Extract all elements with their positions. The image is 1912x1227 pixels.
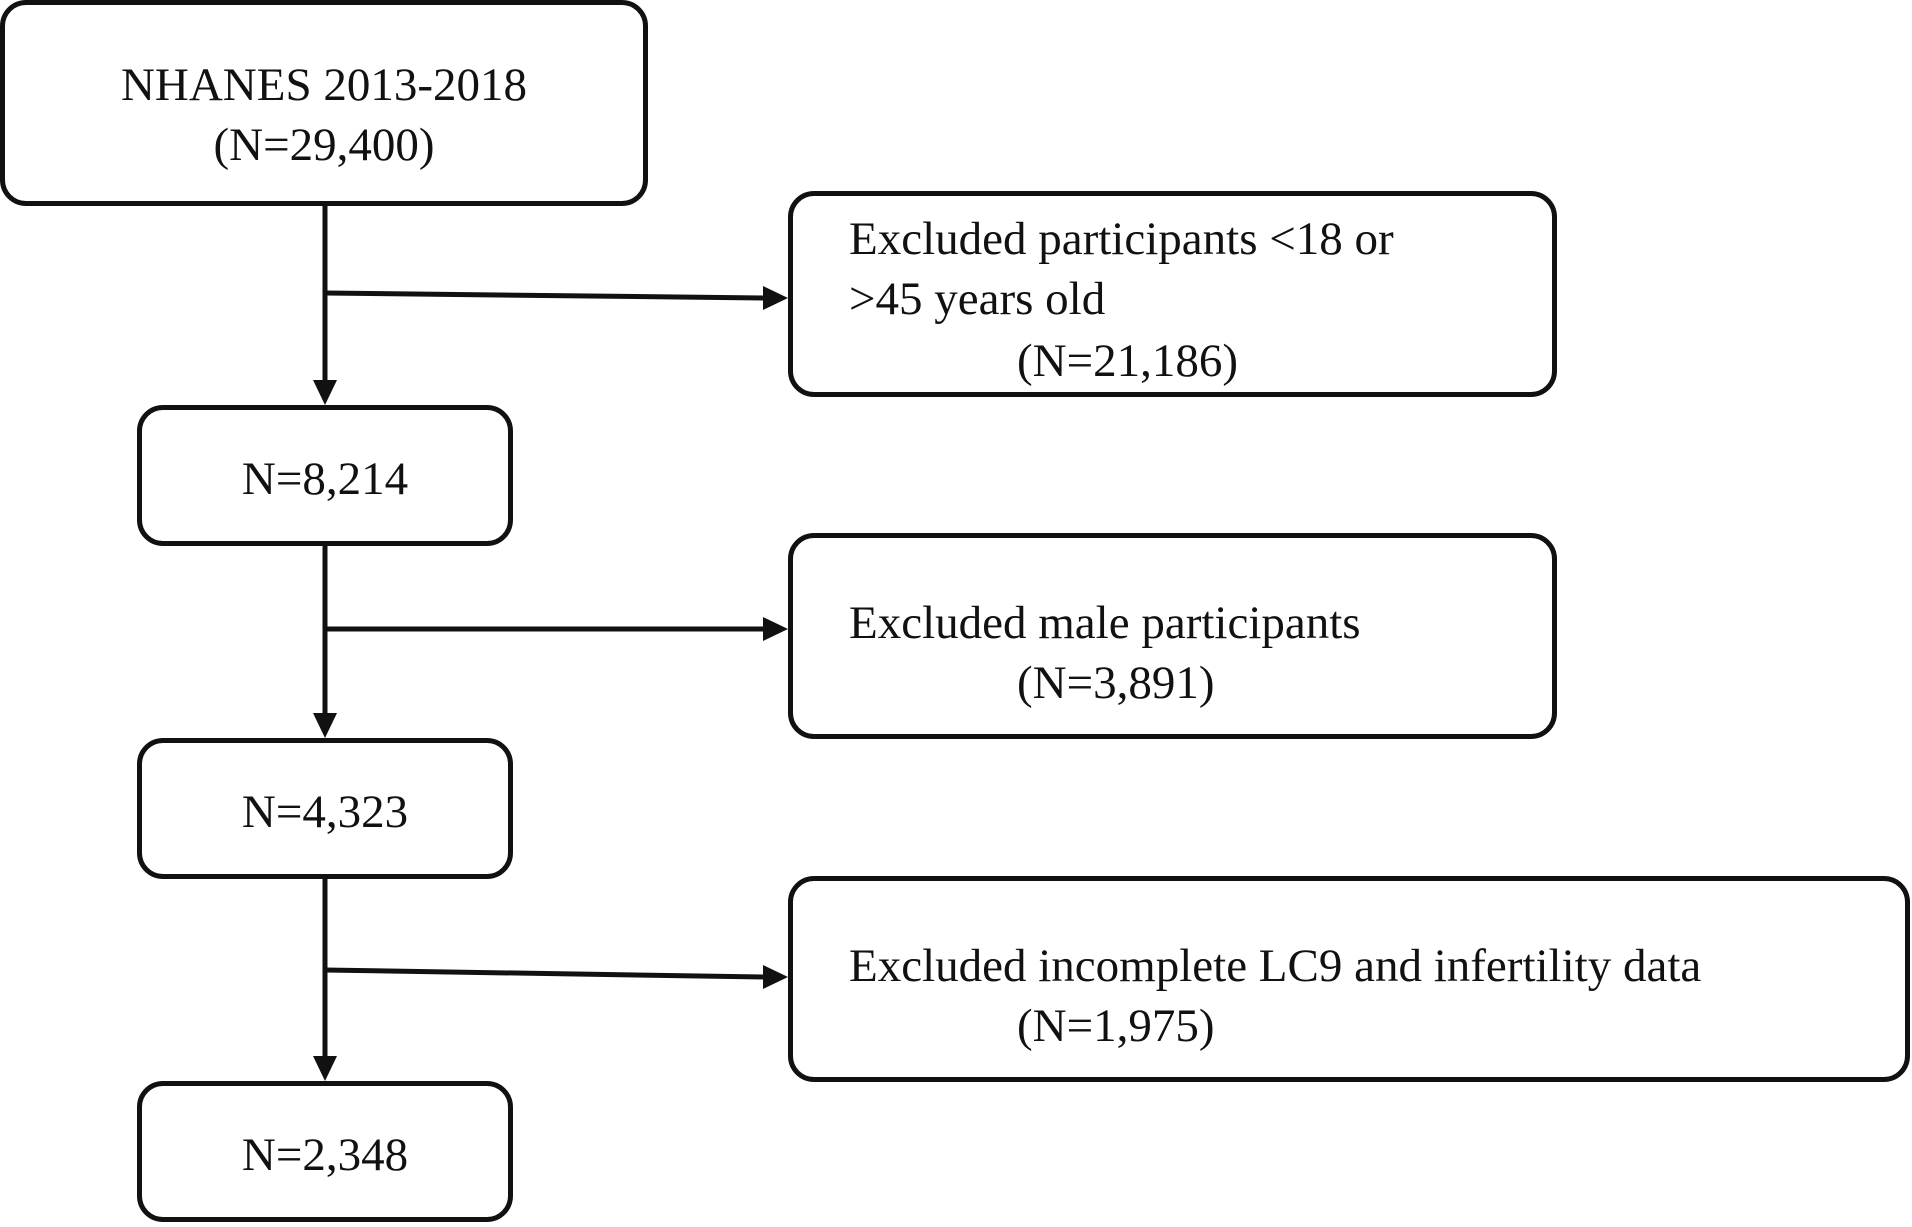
arrowhead-down-2 <box>313 713 337 738</box>
exclusion-text: Excluded participants <18 or <box>849 213 1394 265</box>
step-count: N=4,323 <box>241 786 409 838</box>
arrowhead-right-2 <box>763 617 788 641</box>
exclusion-box-2: Excluded male participants (N=3,891) <box>788 533 1557 739</box>
exclusion-box-3: Excluded incomplete LC9 and infertility … <box>788 876 1910 1082</box>
arrowhead-down-3 <box>313 1056 337 1081</box>
step-box-2: N=4,323 <box>137 738 513 879</box>
exclusion-count: (N=3,891) <box>1017 657 1215 709</box>
start-box: NHANES 2013-2018 (N=29,400) <box>0 0 648 206</box>
step-count: N=2,348 <box>241 1129 409 1181</box>
branch-to-exclusion-3 <box>324 967 764 980</box>
arrowhead-right-1 <box>763 286 788 310</box>
exclusion-count: (N=1,975) <box>1017 1000 1215 1052</box>
arrowhead-right-3 <box>763 965 788 989</box>
branch-to-exclusion-1 <box>324 290 764 301</box>
arrowhead-down-1 <box>313 380 337 405</box>
step-count: N=8,214 <box>241 453 409 505</box>
exclusion-count: (N=21,186) <box>1017 335 1239 387</box>
exclusion-text: >45 years old <box>849 273 1106 325</box>
exclusion-box-1: Excluded participants <18 or >45 years o… <box>788 191 1557 397</box>
exclusion-text: Excluded male participants <box>849 597 1361 649</box>
exclusion-text: Excluded incomplete LC9 and infertility … <box>849 940 1702 992</box>
step-box-3: N=2,348 <box>137 1081 513 1222</box>
step-box-1: N=8,214 <box>137 405 513 546</box>
start-count: (N=29,400) <box>213 119 435 171</box>
start-title: NHANES 2013-2018 <box>120 59 528 111</box>
